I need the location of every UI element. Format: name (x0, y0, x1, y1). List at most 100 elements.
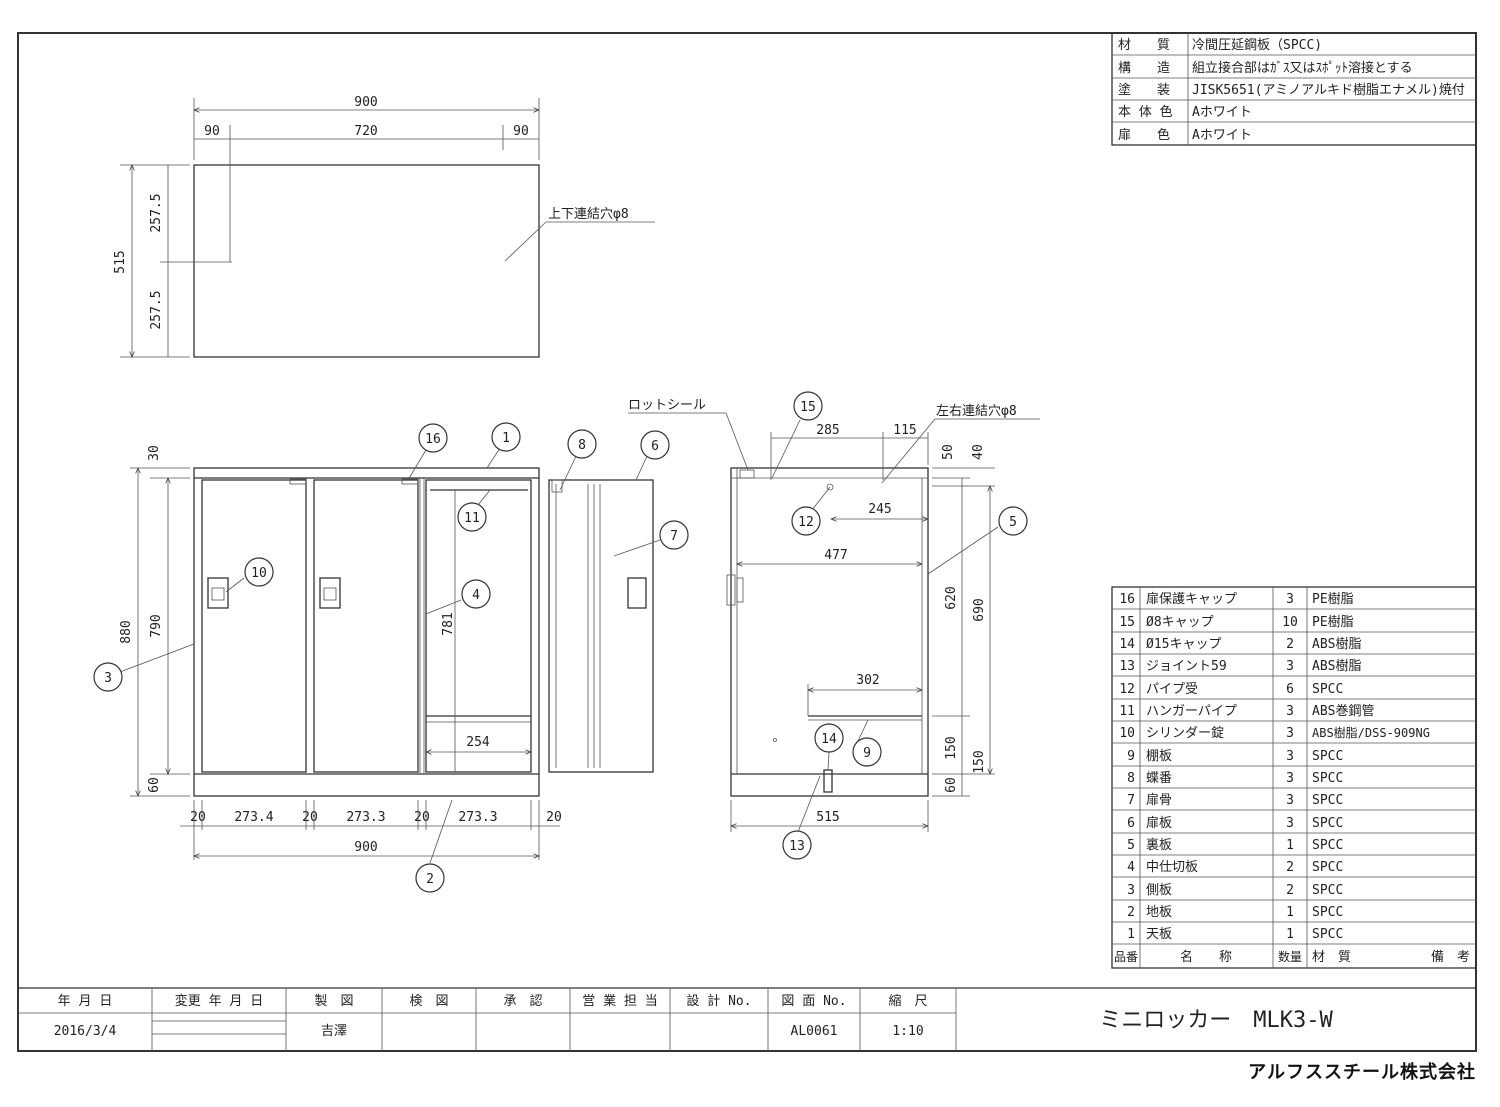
spec-label: 構 造 (1118, 61, 1170, 76)
svg-text:6: 6 (651, 439, 659, 454)
part-material: SPCC (1312, 905, 1343, 920)
part-material: ABS樹脂 (1312, 659, 1361, 674)
parts-header-qty: 数量 (1278, 949, 1302, 964)
part-no: 15 (1119, 615, 1135, 630)
scale-value: 1:10 (892, 1024, 923, 1039)
svg-text:4: 4 (472, 588, 480, 603)
date-label: 年 月 日 (58, 994, 113, 1009)
part-name: 扉保護キャップ (1146, 591, 1237, 607)
part-material: PE樹脂 (1312, 592, 1354, 607)
svg-text:5: 5 (1009, 515, 1017, 530)
callout-12: 12 (791, 506, 821, 536)
door-detail (548, 479, 654, 773)
front-dim-total: 900 (354, 840, 377, 855)
side-dim-690: 690 (972, 598, 987, 621)
svg-text:7: 7 (670, 529, 678, 544)
part-material: SPCC (1312, 793, 1343, 808)
part-name: ハンガーパイプ (1146, 704, 1237, 719)
top-dim-left: 90 (204, 124, 220, 139)
part-name: 棚板 (1146, 749, 1172, 764)
top-dim-mid: 720 (354, 124, 377, 139)
title-block: 年 月 日 2016/3/4 変更 年 月 日 製 図 吉澤 検 図 承 認 営… (18, 987, 1476, 1051)
spec-value: 組立接合部はｶﾞｽ又はｽﾎﾟｯﾄ溶接とする (1192, 60, 1413, 76)
part-qty: 1 (1286, 905, 1294, 920)
part-no: 2 (1127, 905, 1135, 920)
part-no: 16 (1119, 592, 1135, 607)
change-label: 変更 年 月 日 (175, 993, 263, 1009)
spec-table: 材 質 冷間圧延鋼板（SPCC) 構 造 組立接合部はｶﾞｽ又はｽﾎﾟｯﾄ溶接と… (1111, 32, 1477, 146)
front-dim-w: 20 (414, 810, 430, 825)
svg-text:13: 13 (789, 839, 805, 854)
svg-text:12: 12 (798, 515, 814, 530)
scale-label: 縮 尺 (888, 993, 927, 1009)
svg-text:15: 15 (800, 400, 816, 415)
parts-header-name: 名 称 (1180, 949, 1232, 965)
side-dim-245: 245 (868, 502, 891, 517)
parts-header-no: 品番 (1114, 950, 1138, 964)
side-dim-150a: 150 (944, 736, 959, 759)
part-name: 中仕切板 (1146, 860, 1198, 875)
part-material: SPCC (1312, 838, 1343, 853)
part-no: 3 (1127, 883, 1135, 898)
lot-seal-label: ロットシール (628, 398, 706, 413)
part-material: SPCC (1312, 927, 1343, 942)
side-dim-40: 40 (971, 444, 986, 460)
part-qty: 1 (1286, 838, 1294, 853)
spec-label: 本 体 色 (1118, 104, 1173, 120)
side-dim-50: 50 (941, 444, 956, 460)
front-dim-shelf: 254 (466, 735, 490, 750)
part-no: 6 (1127, 816, 1135, 831)
part-qty: 3 (1286, 659, 1294, 674)
part-name: ジョイント59 (1146, 659, 1227, 674)
callout-10: 10 (244, 557, 274, 587)
part-qty: 3 (1286, 816, 1294, 831)
drawing-no-label: 図 面 No. (781, 994, 846, 1009)
svg-text:2: 2 (426, 872, 434, 887)
part-qty: 2 (1286, 883, 1294, 898)
front-dim-w: 273.4 (234, 810, 273, 825)
part-name: パイプ受 (1146, 682, 1198, 697)
svg-text:9: 9 (863, 746, 871, 761)
spec-value: JISK5651(アミノアルキド樹脂エナメル)焼付 (1192, 83, 1465, 98)
callout-14: 14 (814, 723, 844, 753)
parts-header-material: 材 質 (1312, 950, 1351, 965)
part-name: 裏板 (1146, 838, 1172, 853)
part-material: ABS樹脂 (1312, 637, 1361, 652)
part-name: 天板 (1146, 927, 1172, 942)
front-dim-w: 20 (190, 810, 206, 825)
side-dim-515: 515 (816, 810, 839, 825)
front-dim-w: 20 (302, 810, 318, 825)
front-dim-height: 880 (119, 620, 134, 643)
parts-header-note: 備 考 (1431, 949, 1470, 965)
sheet-border (17, 32, 1477, 1052)
front-view: 30 880 790 60 781 254 20 273.4 20 273.3 … (119, 445, 562, 860)
callout-15: 15 (793, 391, 823, 421)
design-no-label: 設 計 No. (686, 993, 751, 1009)
front-dim-w: 273.3 (458, 810, 497, 825)
part-no: 13 (1119, 659, 1135, 674)
part-qty: 3 (1286, 793, 1294, 808)
part-qty: 2 (1286, 860, 1294, 875)
drawing-no-value: AL0061 (791, 1024, 838, 1039)
front-dim-w: 273.3 (346, 810, 385, 825)
part-name: シリンダー錠 (1146, 726, 1224, 741)
part-no: 4 (1127, 860, 1135, 875)
svg-text:11: 11 (464, 511, 480, 526)
part-qty: 3 (1286, 749, 1294, 764)
callout-9: 9 (852, 737, 882, 767)
part-material: SPCC (1312, 883, 1343, 898)
spec-label: 塗 装 (1118, 82, 1170, 98)
spec-value: 冷間圧延鋼板（SPCC) (1192, 38, 1322, 53)
part-material: SPCC (1312, 771, 1343, 786)
parts-list: 16 扉保護キャップ 3 PE樹脂 15 Ø8キャップ 10 PE樹脂 14 Ø… (1111, 586, 1477, 969)
drawing-title: ミニロッカー MLK3-W (1099, 1008, 1333, 1033)
part-qty: 3 (1286, 726, 1294, 741)
spec-label: 扉 色 (1118, 127, 1170, 143)
front-dim-partition: 781 (441, 612, 456, 635)
date-value: 2016/3/4 (54, 1024, 117, 1039)
checked-label: 検 図 (409, 994, 448, 1009)
side-dim-620: 620 (944, 586, 959, 609)
spec-value: Aホワイト (1192, 105, 1252, 120)
part-material: SPCC (1312, 749, 1343, 764)
part-name: 蝶番 (1146, 771, 1172, 786)
